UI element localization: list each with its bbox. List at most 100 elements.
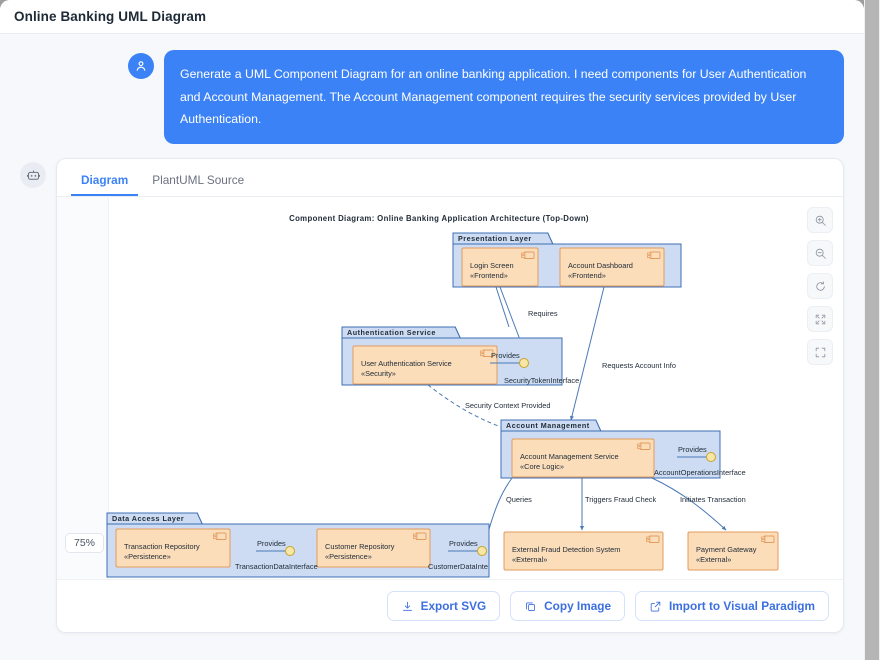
component-icon-tab-bottom xyxy=(646,539,651,543)
user-icon xyxy=(128,53,154,79)
component-body xyxy=(352,345,498,385)
interface-provides-label: Provides xyxy=(257,539,286,548)
package-tab xyxy=(500,419,602,432)
component-custrepo[interactable]: Customer Repository«Persistence» xyxy=(316,528,431,568)
component-icon-tab-bottom xyxy=(761,539,766,543)
interface-name: SecurityTokenInterface xyxy=(504,376,579,385)
edge-label: Initiates Transaction xyxy=(680,495,746,504)
component-icon-tab-top xyxy=(480,350,485,354)
package-label: Presentation Layer xyxy=(458,234,532,243)
component-body xyxy=(503,531,664,571)
component-body xyxy=(687,531,779,571)
component-body xyxy=(511,438,655,478)
component-userauth[interactable]: User Authentication Service«Security» xyxy=(352,345,498,385)
import-visual-paradigm-button[interactable]: Import to Visual Paradigm xyxy=(635,591,829,622)
interface-name: AccountOperationsInterface xyxy=(654,468,746,477)
copy-image-label: Copy Image xyxy=(544,599,612,614)
package-label: Data Access Layer xyxy=(112,514,184,523)
interface-provides-label: Provides xyxy=(491,351,520,360)
zoom-toolbar xyxy=(807,207,833,366)
interface-provides-label: Provides xyxy=(449,539,478,548)
component-icon xyxy=(215,532,227,541)
component-icon xyxy=(482,349,494,358)
component-body xyxy=(115,528,231,568)
component-txnrepo[interactable]: Transaction Repository«Persistence» xyxy=(115,528,231,568)
tab-diagram[interactable]: Diagram xyxy=(71,167,139,197)
component-name: Login Screen xyxy=(470,261,514,270)
edge-label: Requests Account Info xyxy=(602,361,676,370)
page-scrollbar-track[interactable] xyxy=(864,0,880,660)
diagram-canvas[interactable]: 75% xyxy=(57,197,843,580)
copy-icon xyxy=(526,602,536,611)
component-icon xyxy=(415,532,427,541)
component-name: Customer Repository xyxy=(325,542,395,551)
edge-label: Requires xyxy=(528,309,558,318)
component-icon-tab-top xyxy=(761,536,766,540)
component-body xyxy=(461,247,539,287)
component-icon xyxy=(648,535,660,544)
component-dashboard[interactable]: Account Dashboard«Frontend» xyxy=(559,247,665,287)
zoom-out-icon[interactable] xyxy=(807,240,833,267)
component-stereotype: «External» xyxy=(512,555,547,564)
component-icon-tab-top xyxy=(213,533,218,537)
user-message-row: Generate a UML Component Diagram for an … xyxy=(20,50,844,145)
external-link-icon xyxy=(650,601,661,612)
uml-stage: Component Diagram: Online Banking Applic… xyxy=(57,197,843,579)
component-icon-tab-bottom xyxy=(521,255,526,259)
component-icon-tab-top xyxy=(521,252,526,256)
export-svg-label: Export SVG xyxy=(420,599,487,614)
tab-plantuml-source[interactable]: PlantUML Source xyxy=(152,173,245,188)
copy-image-button[interactable]: Copy Image xyxy=(510,591,626,622)
component-icon xyxy=(523,251,535,260)
component-name: Payment Gateway xyxy=(696,545,757,554)
edge-initiates-transaction xyxy=(651,477,727,531)
edge-dashboard-requests-account xyxy=(570,287,605,421)
zoom-in-icon[interactable] xyxy=(807,207,833,234)
action-bar: Export SVG Copy Image Import to Visual P… xyxy=(57,579,843,633)
component-login[interactable]: Login Screen«Frontend» xyxy=(461,247,539,287)
component-icon xyxy=(763,535,775,544)
package-tab xyxy=(341,326,461,339)
package-label: Authentication Service xyxy=(347,328,436,337)
user-message-bubble: Generate a UML Component Diagram for an … xyxy=(164,50,844,145)
export-svg-button[interactable]: Export SVG xyxy=(386,591,501,622)
edge-label: Queries xyxy=(506,495,532,504)
interface-ball xyxy=(706,452,716,463)
component-fraud[interactable]: External Fraud Detection System«External… xyxy=(503,531,664,571)
fullscreen-icon[interactable] xyxy=(807,339,833,366)
interface-name: TransactionDataInterface xyxy=(235,562,318,571)
uml-component-diagram: Component Diagram: Online Banking Applic… xyxy=(106,214,779,578)
interface-ball xyxy=(285,546,295,557)
package-tab xyxy=(452,232,554,245)
edge-label: Security Context Provided xyxy=(465,401,550,410)
component-acctsvc[interactable]: Account Management Service«Core Logic» xyxy=(511,438,655,478)
component-stereotype: «Core Logic» xyxy=(520,462,564,471)
component-name: Transaction Repository xyxy=(124,542,200,551)
component-stereotype: «Security» xyxy=(361,369,396,378)
interface-ball xyxy=(519,358,529,369)
reset-icon[interactable] xyxy=(807,273,833,300)
fit-screen-icon[interactable] xyxy=(807,306,833,333)
component-icon-tab-top xyxy=(637,443,642,447)
robot-icon xyxy=(20,162,46,189)
component-name: External Fraud Detection System xyxy=(512,545,620,554)
component-icon xyxy=(639,442,651,451)
component-icon-tab-bottom xyxy=(637,446,642,450)
page-scrollbar-thumb[interactable] xyxy=(865,0,879,660)
page-title: Online Banking UML Diagram xyxy=(14,9,207,24)
interface-name: CustomerDataInte xyxy=(428,562,488,571)
component-icon-tab-bottom xyxy=(647,255,652,259)
component-icon-tab-bottom xyxy=(213,536,218,540)
canvas-gutter xyxy=(57,197,109,580)
import-visual-paradigm-label: Import to Visual Paradigm xyxy=(669,599,815,614)
component-stereotype: «Frontend» xyxy=(470,271,508,280)
component-stereotype: «Frontend» xyxy=(568,271,606,280)
component-paygw[interactable]: Payment Gateway«External» xyxy=(687,531,779,571)
component-icon-tab-top xyxy=(413,533,418,537)
title-bar: Online Banking UML Diagram xyxy=(0,0,864,34)
component-stereotype: «Persistence» xyxy=(325,552,372,561)
